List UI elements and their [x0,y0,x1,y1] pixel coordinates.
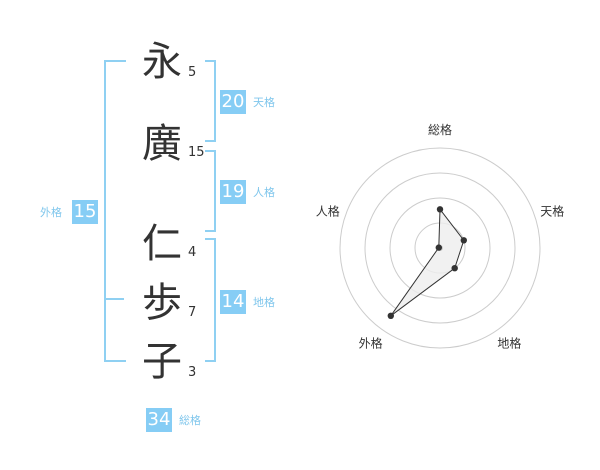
jinkaku-value: 19 [220,180,246,204]
radar-point-3 [451,265,458,272]
radar-ring-3 [364,172,516,324]
radar-axis-label-3: 地格 [497,336,521,351]
name-char-1: 永 [142,39,182,85]
radar-ring-4 [339,147,541,349]
gaikaku-value: 15 [72,200,98,224]
name-char-5: 子 [142,339,182,385]
radar-axis-label-4: 外格 [359,336,383,351]
chikaku-value: 14 [220,290,246,314]
stroke-count-5: 3 [188,365,197,380]
radar-axis-label-1: 総格 [428,122,452,137]
radar-axis-label-5: 人格 [316,204,340,219]
jinkaku-bracket [205,150,216,232]
tenkaku-value: 20 [220,90,246,114]
name-char-4: 歩 [142,280,182,326]
stroke-count-1: 5 [188,65,197,80]
name-char-3: 仁 [142,221,182,267]
tenkaku-label: 天格 [253,96,275,109]
jinkaku-label: 人格 [253,186,275,199]
name-char-2: 廣 [142,121,182,167]
radar-point-1 [436,206,444,213]
soukaku-label: 総格 [179,414,201,427]
soukaku-value: 34 [146,408,172,432]
radar-polygon [390,207,465,317]
radar-point-2 [460,237,467,244]
gaikaku-bracket [104,60,126,362]
radar-axis-label-2: 天格 [540,204,564,219]
chikaku-bracket [205,238,216,362]
gaikaku-label: 外格 [40,206,62,219]
stroke-count-4: 7 [188,305,197,320]
radar-point-5 [435,244,442,251]
tenkaku-bracket [205,60,216,142]
gaikaku-bracket-tick [104,298,124,300]
radar-ring-2 [389,197,491,299]
stroke-count-2: 15 [188,145,205,160]
radar-point-4 [387,312,394,319]
stroke-count-3: 4 [188,245,197,260]
chikaku-label: 地格 [253,296,275,309]
